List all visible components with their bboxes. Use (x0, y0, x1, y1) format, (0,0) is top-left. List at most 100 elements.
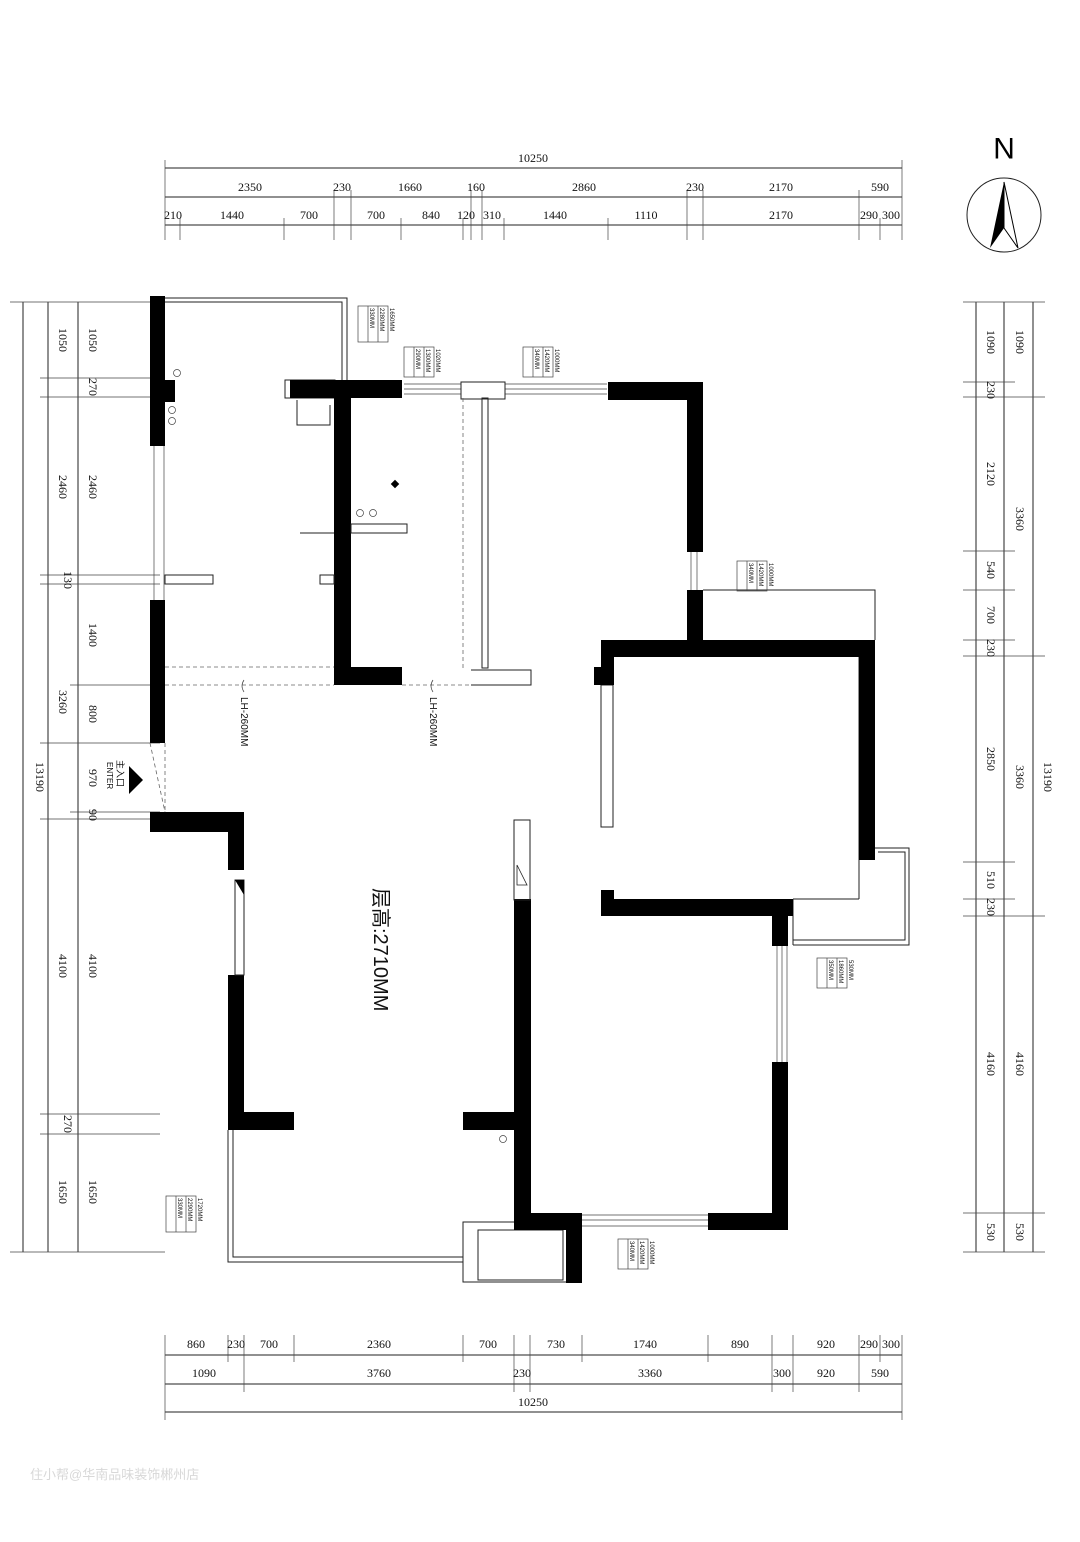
svg-text:510: 510 (984, 871, 998, 889)
svg-text:1050: 1050 (56, 328, 70, 352)
svg-text:13190: 13190 (1041, 762, 1055, 792)
drain-icon (168, 406, 176, 414)
svg-text:350MM: 350MM (827, 960, 833, 980)
entrance-label-en: ENTER (105, 762, 114, 789)
svg-text:230: 230 (227, 1337, 245, 1351)
svg-text:1440: 1440 (220, 208, 244, 222)
floor-height-label: 层高:2710MM (369, 888, 392, 1011)
svg-text:1000MM: 1000MM (553, 349, 559, 372)
svg-text:290MM: 290MM (414, 349, 420, 369)
drain-icon (356, 509, 364, 517)
svg-text:1420MM: 1420MM (543, 349, 549, 372)
drain-icon (168, 417, 176, 425)
svg-text:590: 590 (871, 1366, 889, 1380)
svg-text:160: 160 (467, 180, 485, 194)
svg-text:1660: 1660 (398, 180, 422, 194)
window-tag: 290MM 1300MM 1020MM (403, 346, 440, 378)
svg-text:290: 290 (860, 208, 878, 222)
svg-text:330MM: 330MM (176, 1198, 182, 1218)
svg-text:800: 800 (86, 705, 100, 723)
svg-text:90: 90 (86, 809, 100, 821)
svg-text:270: 270 (86, 378, 100, 396)
walls (150, 296, 875, 1283)
svg-text:530: 530 (1013, 1223, 1027, 1241)
beam-label: LH-260MM (427, 697, 438, 746)
svg-text:1090: 1090 (192, 1366, 216, 1380)
svg-text:340MM: 340MM (747, 563, 753, 583)
svg-text:3360: 3360 (1013, 507, 1027, 531)
svg-text:920: 920 (817, 1366, 835, 1380)
svg-text:890: 890 (731, 1337, 749, 1351)
column-marker-icon (390, 479, 400, 489)
svg-text:1050: 1050 (86, 328, 100, 352)
window-tag: 340MM 1420MM 1000MM (617, 1238, 654, 1270)
svg-text:3360: 3360 (1013, 765, 1027, 789)
svg-text:840: 840 (422, 208, 440, 222)
watermark: 住小帮@华南品味装饰郴州店 (30, 1467, 200, 1482)
window-tag: 330MM 2290MM 1720MM (165, 1195, 202, 1233)
drain-icon (369, 509, 377, 517)
window-tags: 330MM 2280MM 1650MM 290MM 1300MM 1020MM … (165, 305, 853, 1270)
svg-text:1000MM: 1000MM (648, 1241, 654, 1264)
svg-text:2460: 2460 (56, 475, 70, 499)
north-pointer-icon (990, 182, 1004, 248)
svg-text:1650: 1650 (86, 1180, 100, 1204)
svg-text:2860: 2860 (572, 180, 596, 194)
entrance-label: 主入口 (115, 760, 126, 787)
right-dimension-lines: 13190 1090 3360 3360 4160 530 1090 230 2… (963, 301, 1055, 1253)
svg-text:1020MM: 1020MM (434, 349, 440, 372)
svg-text:230: 230 (984, 898, 998, 916)
bottom-total-dim: 10250 (518, 1395, 548, 1409)
svg-text:590: 590 (871, 180, 889, 194)
svg-text:130: 130 (61, 571, 75, 589)
entrance-marker: 主入口 ENTER (105, 760, 143, 794)
svg-text:700: 700 (260, 1337, 278, 1351)
bottom-dimension-lines: 860 230 700 2360 700 730 1740 890 920 29… (164, 1335, 903, 1420)
svg-text:120: 120 (457, 208, 475, 222)
svg-text:340MM: 340MM (533, 349, 539, 369)
svg-text:700: 700 (479, 1337, 497, 1351)
svg-text:730: 730 (547, 1337, 565, 1351)
compass-circle-icon (966, 177, 1042, 253)
svg-text:540: 540 (984, 561, 998, 579)
window-tag: 340MM 1420MM 1000MM (522, 346, 559, 378)
svg-text:3360: 3360 (638, 1366, 662, 1380)
drain-symbols (168, 369, 507, 1143)
window-tag: 340MM 1420MM 1000MM (736, 560, 773, 592)
svg-text:3260: 3260 (56, 690, 70, 714)
svg-text:700: 700 (367, 208, 385, 222)
svg-text:920: 920 (817, 1337, 835, 1351)
svg-text:230: 230 (686, 180, 704, 194)
svg-text:530: 530 (984, 1223, 998, 1241)
svg-text:340MM: 340MM (628, 1241, 634, 1261)
drain-icon (173, 369, 181, 377)
svg-text:1420MM: 1420MM (757, 563, 763, 586)
svg-text:1720MM: 1720MM (196, 1198, 202, 1221)
svg-text:1740: 1740 (633, 1337, 657, 1351)
svg-text:970: 970 (86, 769, 100, 787)
svg-text:300: 300 (773, 1366, 791, 1380)
svg-text:230: 230 (513, 1366, 531, 1380)
svg-text:2360: 2360 (367, 1337, 391, 1351)
svg-text:1000MM: 1000MM (767, 563, 773, 586)
svg-text:230: 230 (984, 381, 998, 399)
svg-text:310: 310 (483, 208, 501, 222)
svg-text:1400: 1400 (86, 623, 100, 647)
svg-text:300: 300 (882, 208, 900, 222)
svg-text:210: 210 (164, 208, 182, 222)
svg-text:270: 270 (61, 1115, 75, 1133)
svg-text:1300MM: 1300MM (424, 349, 430, 372)
svg-text:2460: 2460 (86, 475, 100, 499)
svg-text:2350: 2350 (238, 180, 262, 194)
svg-text:300: 300 (882, 1337, 900, 1351)
svg-text:230: 230 (984, 639, 998, 657)
beam-label: LH-260MM (238, 697, 249, 746)
svg-text:1860MM: 1860MM (837, 960, 843, 983)
north-label: N (993, 131, 1015, 164)
window-tag: 330MM 2280MM 1650MM (357, 305, 394, 343)
svg-text:700: 700 (300, 208, 318, 222)
left-dimension-lines: 13190 1050 2460 3260 4100 1650 1050 270 … (10, 301, 165, 1253)
north-arrow: N (966, 131, 1042, 253)
svg-text:3760: 3760 (367, 1366, 391, 1380)
svg-text:1110: 1110 (634, 208, 657, 222)
